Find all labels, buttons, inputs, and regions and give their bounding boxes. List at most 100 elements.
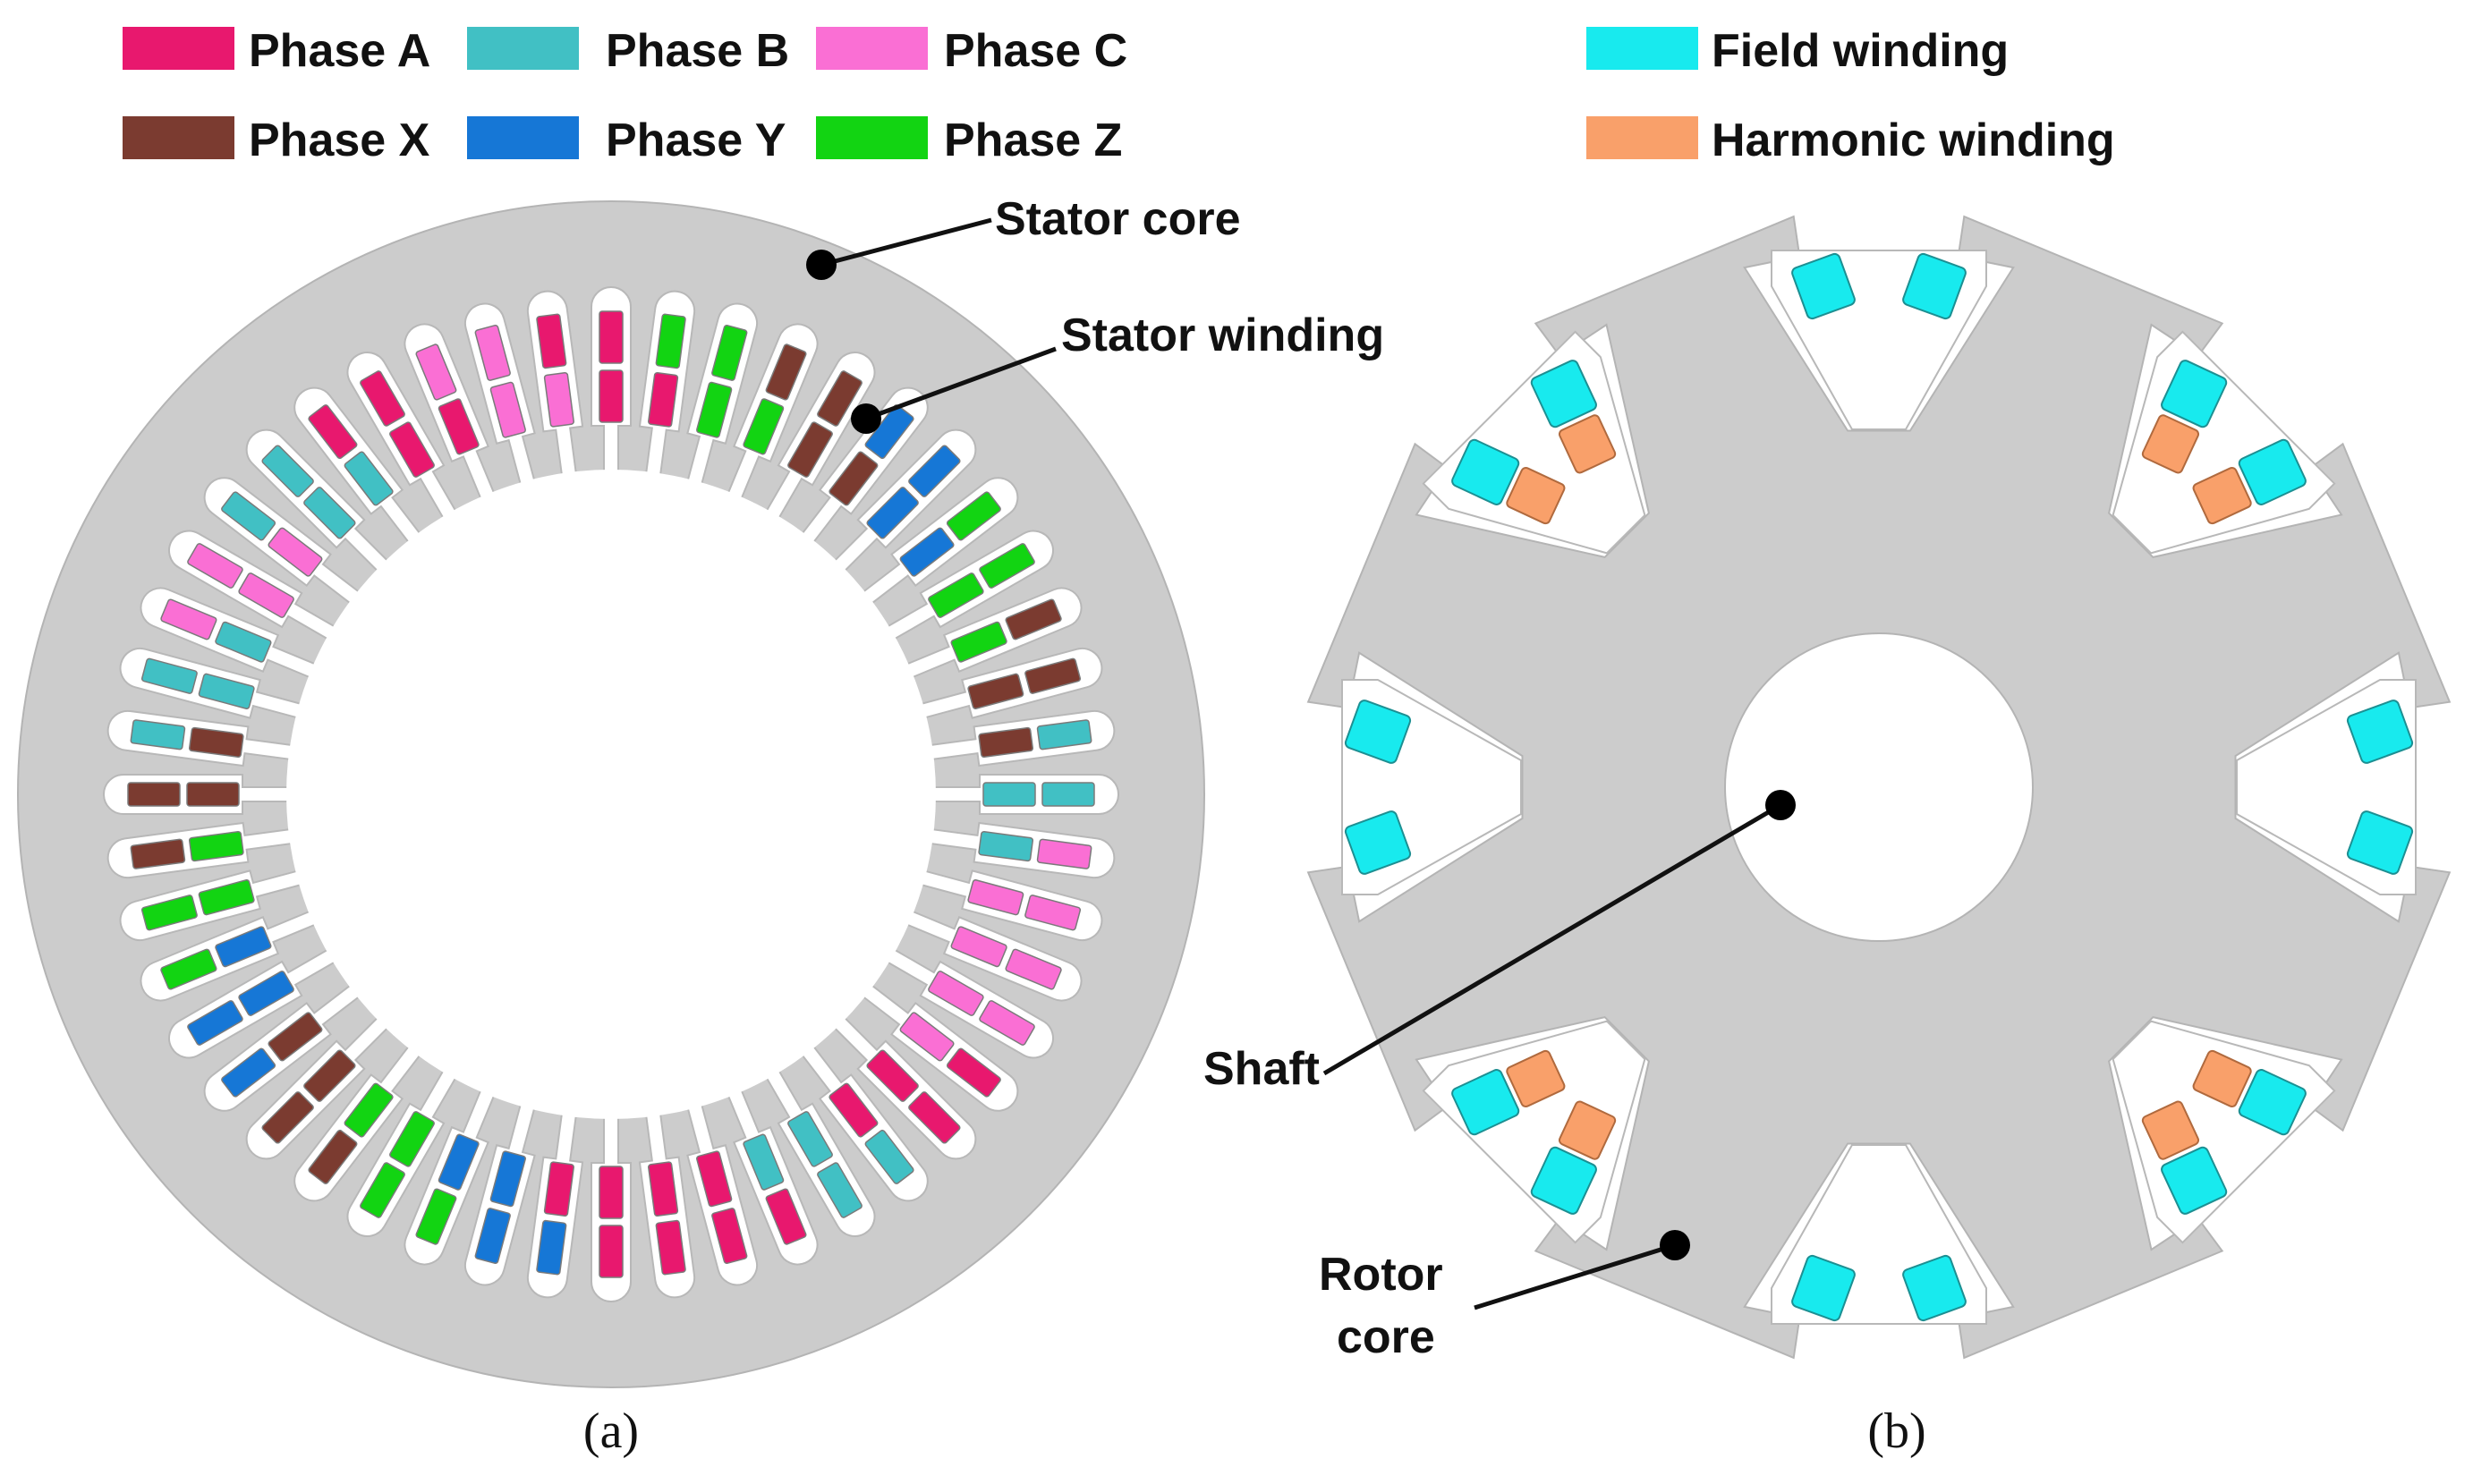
stator-coil-inner [599, 1166, 624, 1219]
legend-label-phase-b: Phase B [606, 25, 789, 77]
stator-coil-pair [160, 926, 272, 990]
stator-coil-pair [899, 491, 1001, 577]
stator-coil-outer [130, 838, 186, 869]
rotor-slot [2112, 1020, 2336, 1244]
stator-coil-outer [536, 313, 567, 369]
stator-coil-inner [599, 369, 624, 423]
field-winding-coil [2161, 360, 2228, 428]
legend-item-phase-y: Phase Y [467, 114, 786, 166]
field-winding-coil [1791, 252, 1856, 320]
legend-label-phase-c: Phase C [944, 25, 1127, 77]
stator-coil-outer [979, 543, 1035, 589]
stator-coil-pair [140, 879, 255, 931]
rotor-coil [2141, 360, 2228, 474]
stator-coil-pair [160, 598, 272, 663]
stator-coil-inner [829, 1082, 879, 1138]
stator-coil-pair [743, 343, 807, 455]
rotor-slot-cavity [1422, 1020, 1646, 1244]
harmonic-winding-coil [1558, 414, 1617, 474]
field-winding-coil [2161, 1146, 2228, 1215]
stator-coil-pair [261, 445, 356, 539]
field-winding-coil [1902, 1254, 1967, 1322]
stator-coil-outer [140, 895, 198, 931]
leader-line-stator-winding [865, 346, 1057, 421]
harmonic-winding-coil [2192, 466, 2252, 525]
field-winding-coil [1344, 810, 1412, 875]
stator-coil-inner [303, 487, 356, 539]
stator-coil-outer [415, 1188, 457, 1245]
legend: Phase A Phase B Phase C Phase X Phase Y … [123, 25, 2115, 166]
stator-coil-pair [967, 879, 1082, 931]
stator-windings [127, 310, 1095, 1278]
stator-coil-outer [187, 1000, 243, 1046]
stator-coil-pair [950, 598, 1062, 663]
stator-coil-inner [389, 421, 435, 478]
stator-coil-outer [1036, 719, 1092, 750]
field-winding-coil [1344, 700, 1412, 764]
harmonic-winding-coil [1558, 1100, 1617, 1160]
stator-coil-inner [899, 527, 955, 577]
stator-coil-outer [160, 598, 217, 640]
stator-coil-pair [967, 657, 1082, 709]
stator-coil-outer [308, 1129, 358, 1184]
label-rotor-core-line2: core [1337, 1311, 1435, 1363]
stator-coil-pair [978, 719, 1092, 758]
stator-coil-outer [946, 1047, 1001, 1098]
field-winding-coil [2238, 438, 2307, 505]
stator-coil-outer [130, 719, 186, 750]
legend-swatch-phase-z [816, 116, 928, 159]
stator-coil-pair [787, 370, 863, 478]
stator-coil-pair [308, 1082, 394, 1184]
stator-coil-pair [187, 971, 294, 1046]
field-winding-coil [2346, 700, 2414, 764]
marker-dot-stator-core [806, 250, 837, 280]
stator-coil-pair [308, 404, 394, 506]
stator-coil-pair [474, 1150, 526, 1265]
stator-coil-inner [928, 572, 984, 618]
stator-bore [286, 470, 936, 1119]
stator-coil-outer [864, 404, 914, 460]
legend-label-phase-z: Phase Z [944, 114, 1122, 166]
stator-coil-outer [160, 948, 217, 990]
stator-coil-pair [829, 1082, 914, 1184]
stator-coil-outer [415, 343, 457, 401]
stator-coil-pair [221, 1012, 323, 1098]
stator-coil-inner [438, 398, 480, 455]
stator-coil-pair [415, 1133, 480, 1245]
stator-coil-inner [238, 572, 294, 618]
stator-coil-inner [344, 1082, 394, 1138]
rotor-slot [2112, 330, 2336, 555]
stator-coil-outer [474, 324, 511, 381]
stator-coil-inner [982, 782, 1036, 807]
leader-line-shaft [1322, 802, 1782, 1076]
annotation-rotor-core: Rotor core [1319, 1230, 1690, 1363]
stator-coil-outer [765, 1188, 807, 1245]
stator-coil-pair [696, 1150, 748, 1265]
field-winding-coil [1902, 252, 1967, 320]
stator-coil-pair [743, 1133, 807, 1245]
rotor-slot [1771, 250, 1987, 430]
legend-label-phase-y: Phase Y [606, 114, 786, 166]
stator-coil-inner [967, 673, 1024, 709]
stator-coil-pair [829, 404, 914, 506]
stator-coil-pair [130, 831, 244, 869]
leader-line-rotor-core [1474, 1242, 1676, 1310]
stator-coil-pair [536, 313, 574, 428]
stator-coil-outer [599, 1225, 624, 1278]
legend-swatch-phase-a [123, 27, 234, 70]
marker-dot-shaft [1765, 790, 1796, 820]
legend-label-harmonic-winding: Harmonic winding [1712, 114, 2115, 166]
stator-coil-inner [899, 1012, 955, 1062]
caption-b: (b) [1867, 1403, 1925, 1459]
stator-coil-inner [489, 1150, 526, 1208]
stator-coil-inner [268, 1012, 323, 1062]
stator-coil-pair [187, 543, 294, 618]
stator-coil-outer [908, 445, 961, 497]
leader-line-stator-core [820, 217, 992, 267]
legend-swatch-field-winding [1586, 27, 1698, 70]
stator-coil-outer [261, 445, 314, 497]
field-winding-coil [1530, 360, 1597, 428]
legend-item-phase-b: Phase B [467, 25, 789, 77]
stator-coil-pair [787, 1111, 863, 1218]
